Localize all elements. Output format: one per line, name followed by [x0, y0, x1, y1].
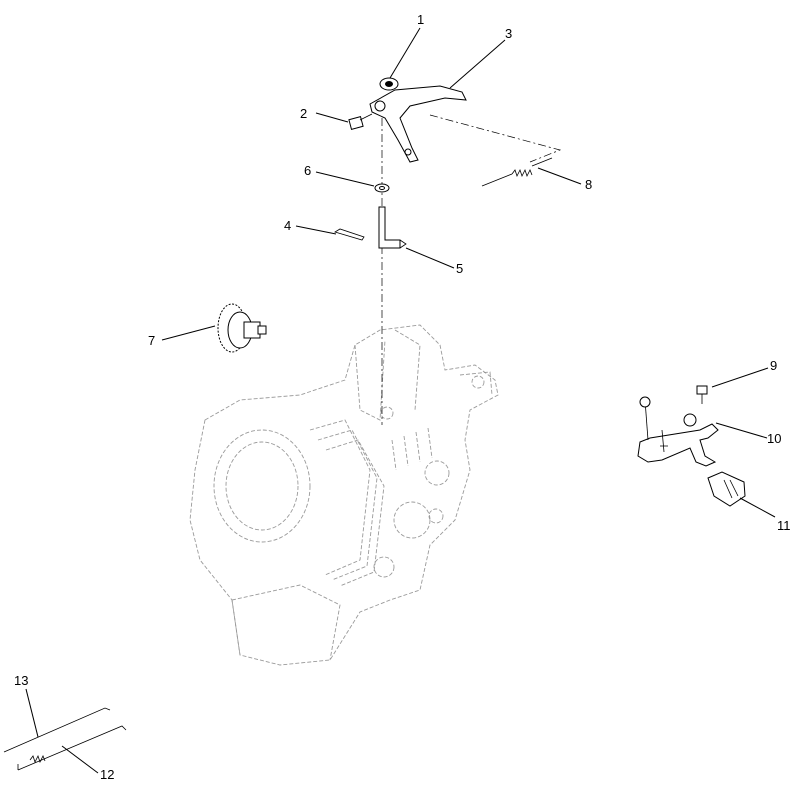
governor-shaft — [378, 206, 407, 249]
callout-7: 7 — [148, 333, 155, 348]
callout-1: 1 — [417, 12, 424, 27]
leader-11 — [739, 497, 776, 518]
leader-9 — [711, 367, 769, 388]
leader-10 — [715, 422, 768, 439]
leader-2 — [315, 112, 349, 123]
leader-3 — [449, 39, 506, 89]
link-rod-12 — [17, 725, 127, 771]
link-rod-13 — [3, 707, 111, 753]
governor-gear — [217, 303, 267, 353]
leader-1 — [389, 27, 421, 79]
callout-6: 6 — [304, 163, 311, 178]
governor-arm — [369, 85, 467, 163]
screw — [696, 385, 708, 404]
callout-labels: 1 2 3 4 5 6 7 8 9 10 11 12 13 — [14, 12, 791, 782]
callout-4: 4 — [284, 218, 291, 233]
leader-lines — [25, 27, 776, 774]
callout-9: 9 — [770, 358, 777, 373]
callout-12: 12 — [100, 767, 114, 782]
control-knob — [707, 471, 746, 507]
leader-12 — [61, 745, 99, 774]
callout-11: 11 — [777, 518, 791, 533]
bolt — [348, 113, 373, 130]
leader-8 — [537, 167, 582, 185]
control-bracket — [637, 396, 719, 467]
washer — [374, 183, 390, 193]
governor-spring — [481, 157, 553, 187]
callout-10: 10 — [767, 431, 781, 446]
callout-13: 13 — [14, 673, 28, 688]
nut — [379, 77, 399, 91]
leader-7 — [161, 325, 216, 341]
leader-5 — [405, 247, 455, 269]
callout-8: 8 — [585, 177, 592, 192]
leader-6 — [315, 171, 375, 187]
callout-5: 5 — [456, 261, 463, 276]
callout-2: 2 — [300, 106, 307, 121]
leader-4 — [295, 225, 337, 235]
engine-crankcase-phantom — [189, 324, 499, 666]
cotter-pin — [334, 228, 365, 241]
leader-13 — [25, 688, 39, 738]
assembly-centerlines — [381, 114, 562, 425]
callout-3: 3 — [505, 26, 512, 41]
